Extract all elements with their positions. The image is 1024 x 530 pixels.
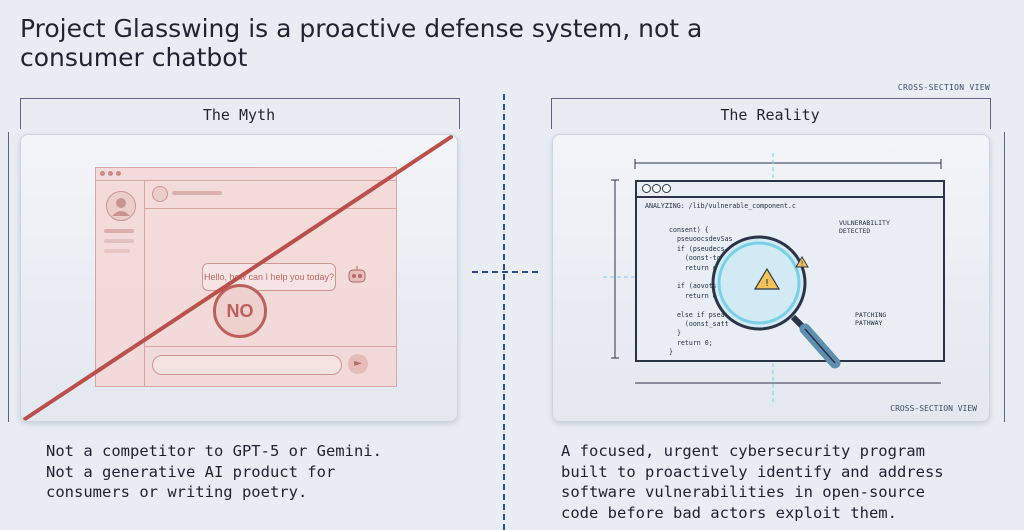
center-divider (503, 94, 505, 530)
reality-height-rule (1004, 132, 1005, 422)
patching-pathway-label: PATCHING PATHWAY (855, 311, 887, 327)
myth-height-rule (8, 132, 9, 422)
reality-caption-line: software vulnerabilities in open-source (561, 483, 925, 501)
reality-card: ANALYZING: /lib/vulnerable_component.c c… (552, 134, 990, 422)
magnifier-icon: ! (701, 225, 851, 375)
mock-chat-window: Hello, how can I help you today? NO ► (95, 167, 397, 387)
user-avatar-icon (106, 191, 136, 221)
myth-caption-line: Not a generative AI product for (46, 462, 336, 481)
reality-bracket (551, 98, 991, 129)
myth-caption: Not a competitor to GPT-5 or Gemini. Not… (46, 441, 382, 503)
reality-caption: A focused, urgent cybersecurity program … (561, 441, 944, 523)
reality-caption-line: built to proactively identify and addres… (561, 462, 944, 481)
chat-window-titlebar (96, 168, 396, 181)
svg-text:!: ! (801, 260, 804, 268)
reality-label: The Reality (720, 106, 820, 124)
myth-caption-line: consumers or writing poetry. (46, 483, 308, 501)
send-icon: ► (348, 354, 368, 374)
myth-label: The Myth (202, 106, 276, 124)
reality-caption-line: A focused, urgent cybersecurity program (561, 442, 925, 460)
strike-through-line (23, 135, 453, 421)
cross-section-label-top: CROSS-SECTION VIEW (897, 83, 990, 92)
code-window-titlebar (637, 182, 943, 198)
code-window: ANALYZING: /lib/vulnerable_component.c c… (635, 180, 945, 362)
svg-text:!: ! (765, 278, 769, 289)
myth-bracket (20, 98, 460, 129)
reality-caption-line: code before bad actors exploit them. (561, 503, 897, 522)
myth-caption-line: Not a competitor to GPT-5 or Gemini. (46, 442, 382, 460)
cross-section-label-bottom: CROSS-SECTION VIEW (890, 404, 977, 413)
myth-card: Hello, how can I help you today? NO ► (20, 134, 458, 422)
page-title: Project Glasswing is a proactive defense… (20, 14, 703, 72)
code-snippet: consent) { pseuoocsdevSas if (pseudecs (… (669, 226, 733, 357)
chat-sidebar (96, 181, 145, 386)
chat-input (152, 355, 342, 375)
warning-icon: ! (795, 253, 809, 268)
center-crosshair (472, 271, 538, 273)
no-badge: NO (213, 284, 267, 338)
bot-avatar-icon (152, 186, 168, 202)
vulnerability-detected-label: VULNERABILITY DETECTED (839, 219, 890, 235)
robot-icon (346, 264, 368, 286)
analyzing-path: ANALYZING: /lib/vulnerable_component.c (645, 202, 796, 210)
